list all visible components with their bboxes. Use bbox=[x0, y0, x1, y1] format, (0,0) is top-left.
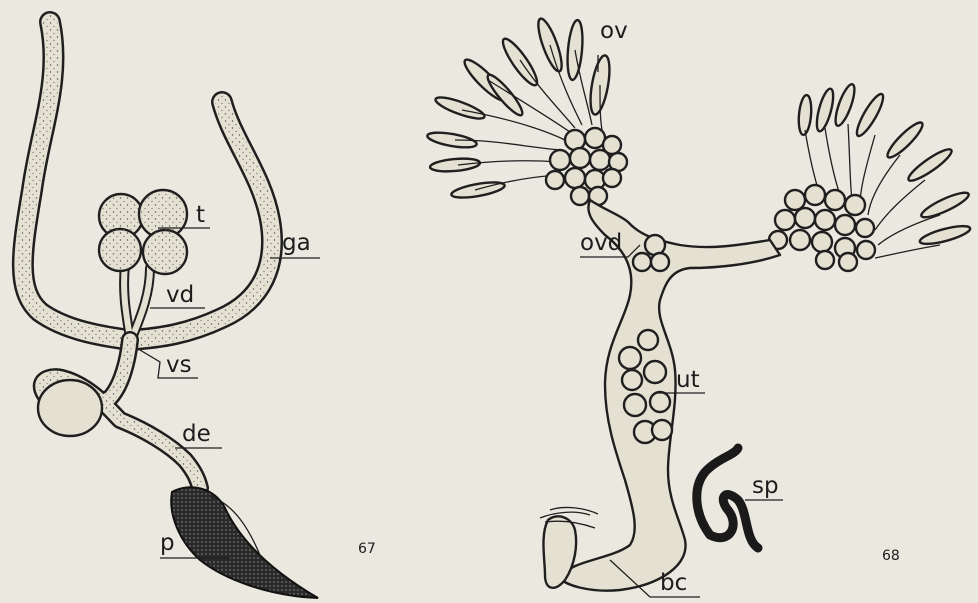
label-t: t bbox=[196, 202, 205, 228]
testes bbox=[99, 190, 187, 274]
figure-number-68: 68 bbox=[882, 548, 900, 564]
label-bc: bc bbox=[660, 570, 687, 596]
label-vs: vs bbox=[166, 352, 192, 378]
label-ov: ov bbox=[600, 18, 628, 44]
figure-68: ov ovd ut sp bc 68 bbox=[426, 16, 971, 597]
penis bbox=[171, 487, 318, 598]
ovarioles-left bbox=[426, 16, 613, 200]
label-sp: sp bbox=[752, 473, 779, 499]
label-ga: ga bbox=[282, 230, 311, 256]
label-vd: vd bbox=[166, 282, 194, 308]
spermatheca bbox=[697, 448, 758, 548]
figure-number-67: 67 bbox=[358, 541, 376, 557]
vas-deferens bbox=[124, 265, 150, 338]
figure-67: t ga vd vs de p 67 bbox=[23, 22, 376, 598]
ovary-right bbox=[769, 185, 875, 271]
label-p: p bbox=[160, 530, 175, 556]
label-ut: ut bbox=[676, 367, 700, 393]
label-ovd: ovd bbox=[580, 230, 622, 256]
label-de: de bbox=[182, 421, 211, 447]
ovary-left bbox=[546, 128, 627, 205]
